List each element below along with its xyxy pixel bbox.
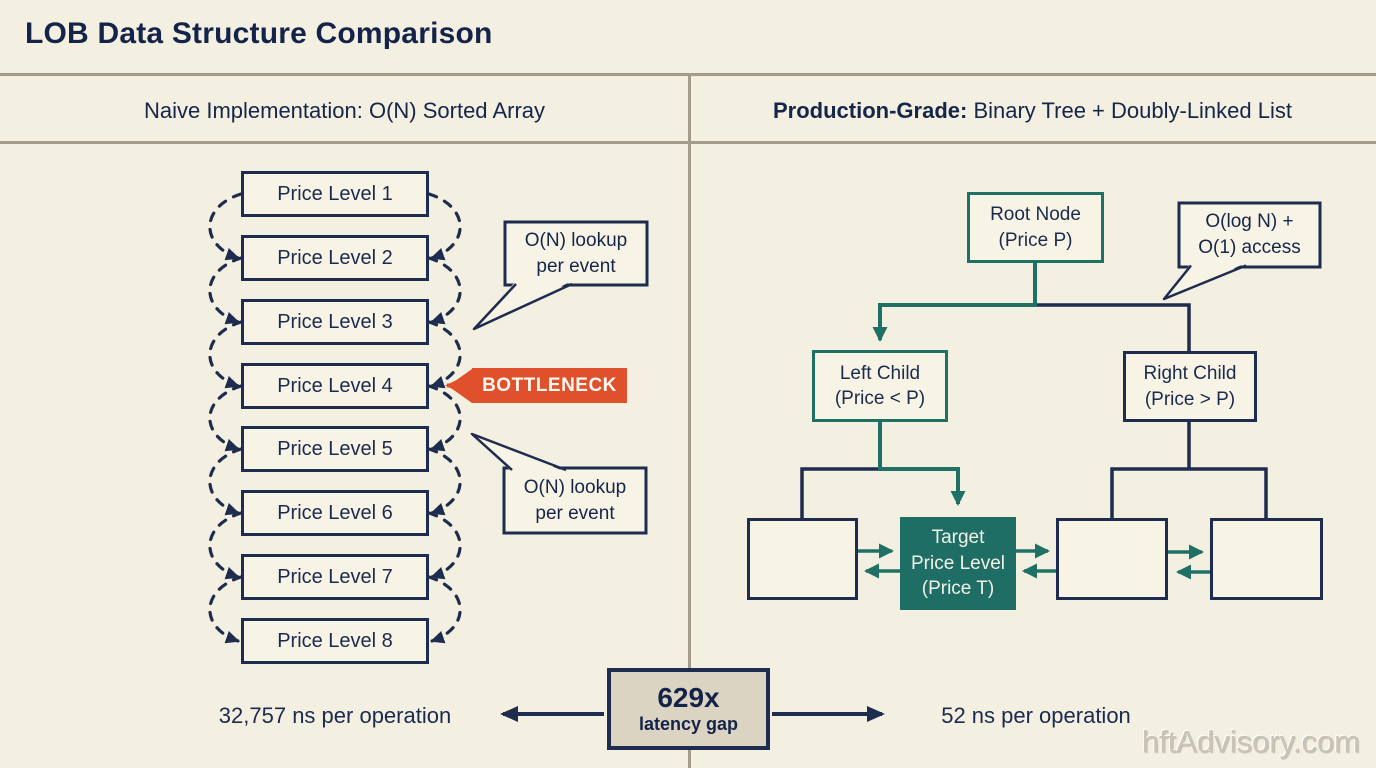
target-line: (Price T)	[921, 578, 995, 600]
right-column-header: Production-Grade: Binary Tree + Doubly-L…	[689, 98, 1376, 124]
bottleneck-badge: BOTTLENECK	[472, 368, 627, 403]
node-line: Root Node	[990, 204, 1081, 226]
linked-list-arcs-right	[427, 192, 462, 644]
target-line: Price Level	[911, 552, 1005, 574]
left-child-box: Left Child (Price < P)	[812, 350, 948, 422]
price-level-box-3: Price Level 3	[241, 299, 429, 345]
naive-latency-metric: 32,757 ns per operation	[218, 703, 452, 728]
price-level-box-7: Price Level 7	[241, 554, 429, 600]
left-column-header: Naive Implementation: O(N) Sorted Array	[0, 98, 689, 124]
price-level-box-2: Price Level 2	[241, 235, 429, 281]
linked-list-arcs-left	[208, 192, 243, 644]
price-level-label: Price Level 3	[277, 310, 393, 333]
node-line: Left Child	[839, 362, 921, 384]
bottleneck-label: BOTTLENECK	[482, 374, 617, 396]
price-level-label: Price Level 8	[277, 629, 393, 652]
root-node-box: Root Node (Price P)	[967, 192, 1104, 263]
right-header-rest: Binary Tree + Doubly-Linked List	[967, 98, 1292, 123]
price-level-label: Price Level 7	[277, 565, 393, 588]
price-level-box-1: Price Level 1	[241, 171, 429, 217]
price-level-label: Price Level 6	[277, 501, 393, 524]
target-line: Target	[931, 527, 985, 549]
node-line: (Price < P)	[834, 388, 926, 409]
price-level-label: Price Level 5	[277, 437, 393, 460]
latency-gap-box: 629x latency gap	[607, 668, 770, 750]
node-line: (Price P)	[998, 229, 1073, 251]
right-child-box: Right Child (Price > P)	[1123, 351, 1257, 422]
node-line: (Price > P)	[1144, 388, 1236, 410]
production-latency-metric: 52 ns per operation	[941, 703, 1131, 728]
price-level-label: Price Level 4	[277, 374, 393, 397]
dll-arrows	[858, 543, 1210, 580]
dll-node-box-1	[747, 518, 858, 600]
left-header-text: Naive Implementation: O(N) Sorted Array	[143, 98, 546, 123]
target-price-level-box: Target Price Level (Price T)	[900, 517, 1016, 610]
price-level-box-8: Price Level 8	[241, 618, 429, 664]
price-level-label: Price Level 2	[277, 246, 393, 269]
latency-gap-label: latency gap	[638, 713, 739, 734]
column-divider	[688, 73, 691, 768]
latency-gap-value: 629x	[657, 682, 720, 714]
dll-node-box-4	[1210, 518, 1323, 600]
right-header-bold: Production-Grade:	[772, 98, 968, 123]
callout-bubbles	[470, 201, 1322, 535]
page-title: LOB Data Structure Comparison	[25, 17, 493, 50]
tree-edges	[800, 263, 1268, 518]
node-line: Right Child	[1143, 363, 1237, 385]
price-level-label: Price Level 1	[277, 182, 393, 205]
watermark: hftAdvisory.com	[1141, 724, 1360, 759]
dll-node-box-3	[1056, 518, 1168, 600]
price-level-box-4: Price Level 4	[241, 363, 429, 409]
price-level-box-5: Price Level 5	[241, 426, 429, 472]
price-level-box-6: Price Level 6	[241, 490, 429, 536]
